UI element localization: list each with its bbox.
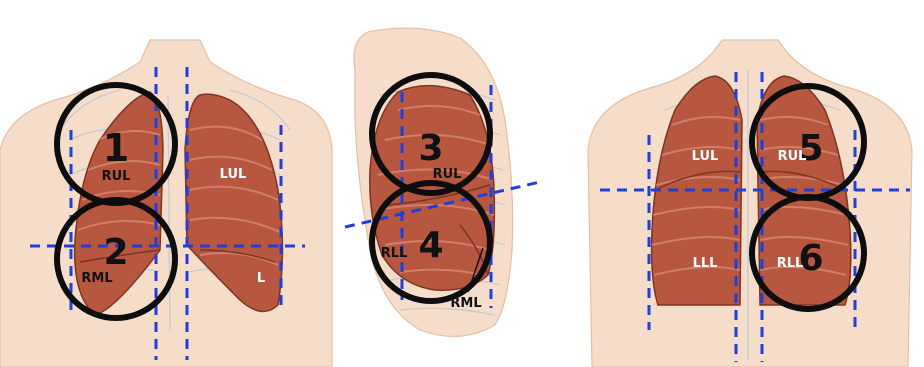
zone-number: 4 — [418, 225, 443, 266]
zone-number: 1 — [103, 126, 129, 170]
lobe-label: RUL — [778, 149, 807, 164]
lobe-label: RLL — [381, 246, 408, 261]
lobe-label: RUL — [433, 167, 462, 182]
lobe-label: LUL — [692, 149, 719, 164]
side-view: 3 4 RUL RLL RML — [345, 28, 540, 336]
lobe-label: LLL — [693, 256, 718, 271]
lobe-label: RLL — [777, 256, 804, 271]
lobe-label: RUL — [102, 169, 131, 184]
zone-number: 2 — [103, 232, 128, 273]
back-torso — [588, 40, 912, 367]
back-view: 5 6 LUL RUL LLL RLL — [588, 40, 912, 367]
front-torso — [0, 40, 332, 367]
lobe-label: L — [257, 271, 265, 286]
lobe-label: LUL — [220, 167, 247, 182]
lobe-label: RML — [81, 271, 112, 286]
zone-number: 3 — [418, 128, 443, 169]
front-view: 1 2 RUL LUL RML L — [0, 40, 332, 367]
lobe-label: RML — [450, 296, 481, 311]
